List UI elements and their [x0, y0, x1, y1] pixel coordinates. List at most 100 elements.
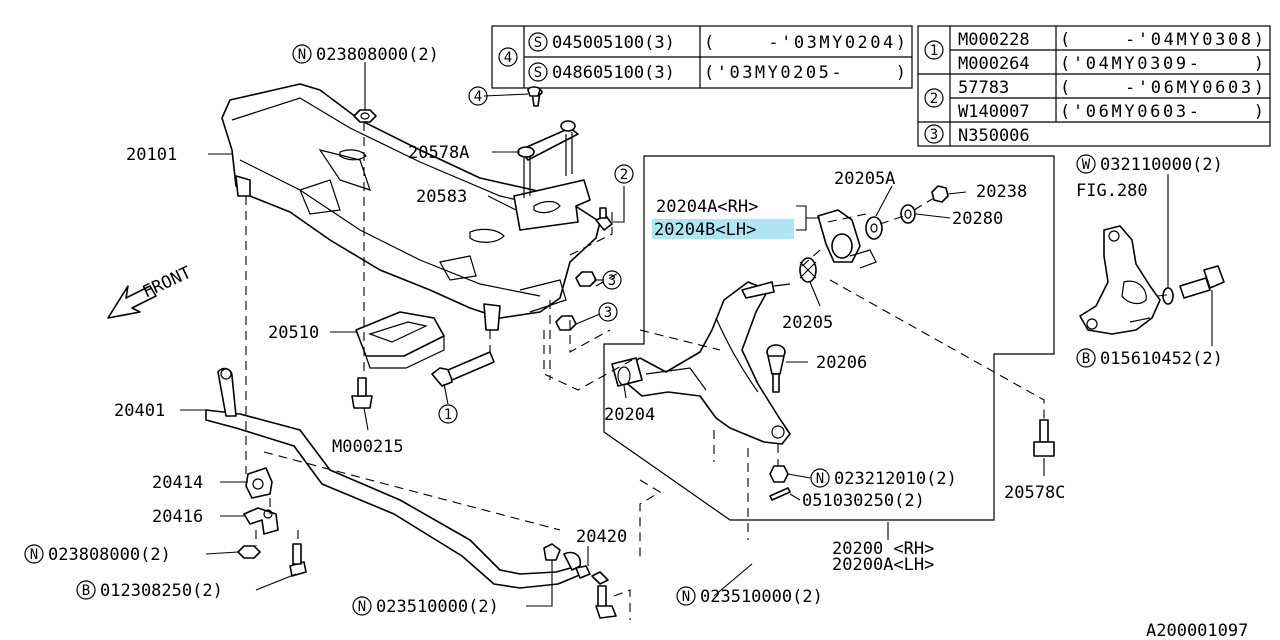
table-ref-3: 3	[930, 127, 938, 143]
label-20416: 20416	[152, 507, 203, 527]
svg-text:B: B	[82, 583, 90, 599]
highlight-20204B	[652, 219, 794, 239]
label-20280: 20280	[952, 209, 1003, 229]
circle-ref-1: 1	[438, 404, 458, 424]
table-row2-part: M000264	[958, 54, 1030, 74]
arm-assembly-outline	[603, 155, 1055, 521]
svg-text:015610452(2): 015610452(2)	[1100, 349, 1223, 369]
svg-text:023808000(2): 023808000(2)	[316, 45, 439, 65]
nut-20238	[931, 185, 949, 203]
crossmember-20101	[221, 83, 601, 331]
svg-text:3: 3	[608, 273, 616, 289]
clamp-20416	[243, 507, 279, 535]
table-4-row1-part: 045005100(3)	[552, 33, 675, 53]
table-row3-part: 57783	[958, 78, 1009, 98]
label-20204: 20204	[604, 405, 655, 425]
label-20204A: 20204A<RH>	[656, 197, 758, 217]
label-20205: 20205	[782, 313, 833, 333]
table-row1-part: M000228	[958, 30, 1030, 50]
stiffener-20583	[513, 179, 591, 231]
label-20238: 20238	[976, 182, 1027, 202]
bolt-M000215	[351, 377, 373, 409]
table-4-row2-range: ('03MY0205- )	[704, 63, 906, 83]
table-ref-2: 2	[930, 91, 938, 107]
label-20101: 20101	[126, 145, 177, 165]
label-20420: 20420	[576, 527, 627, 547]
svg-text:032110000(2): 032110000(2)	[1100, 155, 1223, 175]
ball-joint-20206	[766, 344, 786, 393]
label-fig280: FIG.280	[1076, 181, 1148, 201]
bolt-crossmember	[431, 351, 495, 387]
label-20204B: 20204B<LH>	[654, 220, 756, 240]
label-20510: 20510	[268, 323, 319, 343]
reference-table-4: 4 S 045005100(3) ( -'03MY0204) S 0486051…	[491, 25, 913, 89]
svg-text:1: 1	[444, 407, 452, 423]
nut-ref3-a	[575, 271, 597, 287]
bushing-20414	[245, 467, 273, 499]
label-20578A: 20578A	[408, 143, 469, 163]
svg-text:023808000(2): 023808000(2)	[48, 545, 171, 565]
callout-b-left: B 012308250(2)	[76, 580, 223, 601]
table-4-row1-range: ( -'03MY0204)	[704, 33, 906, 53]
svg-text:3: 3	[604, 305, 612, 321]
circle-ref-4: 4	[468, 86, 488, 106]
bushing-20204A	[817, 209, 877, 269]
table-4-row2-prefix: S	[534, 65, 542, 81]
table-row4-range: ('06MY0603- )	[1060, 102, 1264, 122]
reference-table-123: 1 2 3 M000228 ( -'04MY0308) M000264 ('04…	[917, 25, 1271, 147]
bracket-20510	[355, 311, 445, 369]
label-20200: 20200 <RH>	[832, 539, 934, 559]
svg-text:N: N	[358, 599, 366, 615]
bolt-20578C	[1033, 419, 1055, 457]
label-20578C: 20578C	[1004, 483, 1065, 503]
screw-ref4	[527, 86, 541, 97]
washer-20205	[799, 257, 817, 283]
table-ref-1: 1	[930, 43, 938, 59]
svg-text:023212010(2): 023212010(2)	[834, 469, 957, 489]
nut-ref3-b	[555, 315, 577, 331]
bracket-20578A	[517, 88, 579, 198]
svg-text:012308250(2): 012308250(2)	[100, 581, 223, 601]
svg-text:2: 2	[620, 167, 628, 183]
table-4-ref: 4	[504, 50, 512, 66]
washer-032110000	[1162, 287, 1174, 305]
svg-text:4: 4	[474, 89, 482, 105]
pin-051030250	[769, 487, 791, 501]
callout-n-top: N 023808000(2)	[292, 44, 439, 65]
label-20205A: 20205A	[834, 169, 895, 189]
svg-text:023510000(2): 023510000(2)	[700, 587, 823, 607]
label-20200A: 20200A<LH>	[832, 555, 934, 575]
svg-text:N: N	[816, 471, 824, 487]
label-20583: 20583	[416, 187, 467, 207]
circle-ref-3a: 3	[602, 270, 622, 290]
knuckle-fig280	[1079, 225, 1161, 335]
leader-lines	[180, 62, 1213, 607]
diagram-id: A200001097	[1146, 621, 1248, 640]
label-M000215: M000215	[332, 437, 404, 457]
nut-top	[353, 109, 377, 123]
link-20420	[543, 543, 617, 619]
table-row5-part: N350006	[958, 126, 1030, 146]
circle-ref-3b: 3	[598, 302, 618, 322]
callout-w-right: W 032110000(2)	[1076, 154, 1223, 175]
washer-20280	[900, 204, 916, 224]
svg-text:N: N	[682, 589, 690, 605]
callout-n-bottom-mid: N 023510000(2)	[352, 596, 499, 617]
nut-023212010	[769, 465, 789, 483]
table-4-row1-prefix: S	[534, 35, 542, 51]
svg-text:W: W	[1082, 157, 1091, 173]
circle-ref-2: 2	[614, 164, 634, 184]
label-20206: 20206	[816, 353, 867, 373]
front-direction-arrow: FRONT	[107, 263, 195, 319]
svg-text:023510000(2): 023510000(2)	[376, 597, 499, 617]
svg-text:B: B	[1082, 351, 1090, 367]
dashed-guides	[245, 122, 1175, 620]
table-row3-range: ( -'06MY0603)	[1060, 78, 1264, 98]
label-20401: 20401	[114, 401, 165, 421]
callout-pin: 051030250(2)	[802, 491, 925, 511]
table-4-row2-part: 048605100(3)	[552, 63, 675, 83]
callout-n-bottom-right: N 023510000(2)	[676, 586, 823, 607]
table-row4-part: W140007	[958, 102, 1030, 122]
washer-20205A	[865, 216, 883, 240]
